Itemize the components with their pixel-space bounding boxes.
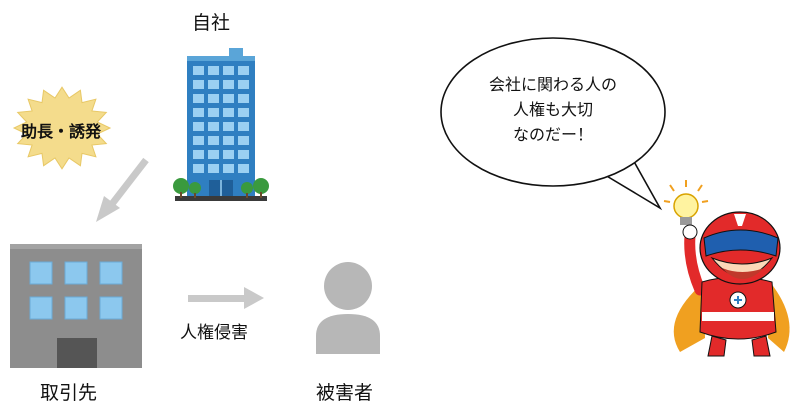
tower-window (208, 94, 219, 103)
tower-window (223, 94, 234, 103)
tower-window (223, 66, 234, 75)
tower-window (208, 136, 219, 145)
victim-label: 被害者 (316, 382, 374, 404)
human-rights-violation-label: 人権侵害 (180, 323, 248, 343)
tower-window (238, 136, 249, 145)
speech-bubble-text: 会社に関わる人の 人権も大切 なのだー！ (443, 72, 663, 147)
business-partner-label: 取引先 (40, 382, 98, 404)
tower-window (238, 94, 249, 103)
aid-incite-label: 助長・誘発 (21, 122, 102, 141)
tower-window (238, 108, 249, 117)
tower-window (223, 164, 234, 173)
own-company-label: 自社 (192, 12, 231, 34)
light-bulb-icon (663, 180, 709, 225)
tower-window (193, 136, 204, 145)
tower-window (193, 80, 204, 89)
tower-window (238, 80, 249, 89)
tower-window (238, 164, 249, 173)
tower-window (193, 122, 204, 131)
tower-window (223, 136, 234, 145)
tower-window (193, 66, 204, 75)
speech-line-2: 人権も大切 (512, 100, 593, 119)
tower-window (223, 108, 234, 117)
tower-window (238, 150, 249, 159)
tower-window (238, 66, 249, 75)
tower-window (193, 150, 204, 159)
tower-window (223, 122, 234, 131)
tower-window (208, 150, 219, 159)
tower-window (223, 80, 234, 89)
speech-line-1: 会社に関わる人の (488, 75, 617, 94)
tower-window (208, 108, 219, 117)
tower-window (193, 108, 204, 117)
speech-line-3: なのだー！ (512, 125, 593, 144)
tower-window (193, 164, 204, 173)
tower-window (193, 94, 204, 103)
tower-window (223, 150, 234, 159)
tower-window (208, 66, 219, 75)
tower-window (238, 122, 249, 131)
tower-window (208, 122, 219, 131)
tower-window (208, 80, 219, 89)
tower-window (208, 164, 219, 173)
